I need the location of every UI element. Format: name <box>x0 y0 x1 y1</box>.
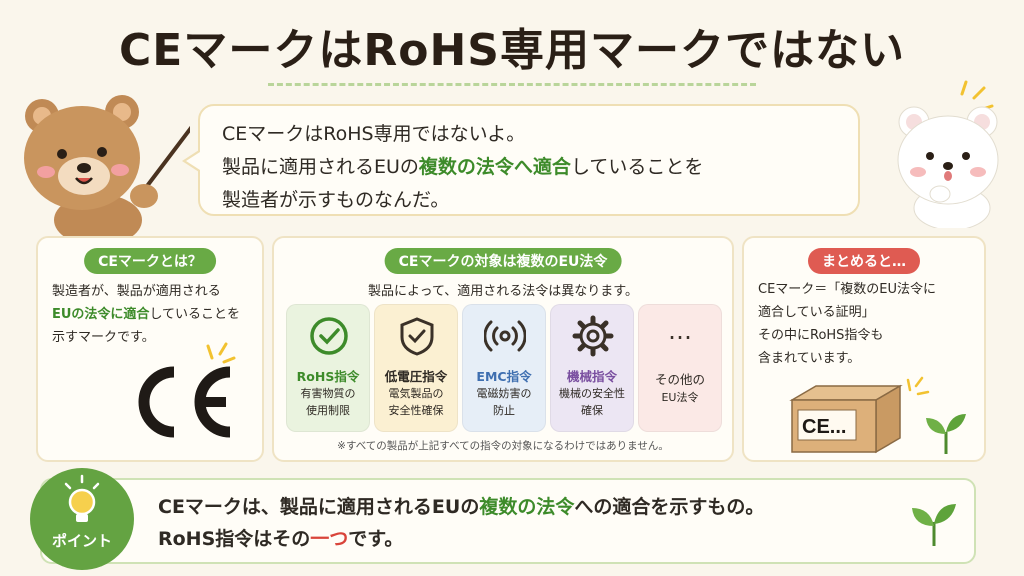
cardboard-box-illustration: CE... <box>789 384 903 454</box>
directive-card-machinery-name: 機械指令 <box>566 369 617 384</box>
signal-waves-icon <box>484 320 526 352</box>
summary-line-4: 含まれています。 <box>758 351 861 366</box>
title-divider <box>268 83 756 86</box>
directive-card-emc-desc: 電磁妨害の防止 <box>476 387 532 417</box>
point-line-1: CEマークは、製品に適用されるEUの複数の法令への適合を示すもの。 <box>158 491 764 523</box>
summary-line-1: CEマーク＝「複数のEU法令に <box>758 282 937 297</box>
point-text: CEマークは、製品に適用されるEUの複数の法令への適合を示すもの。 RoHS指令… <box>158 491 764 555</box>
directive-card-rohs-name: RoHS指令 <box>296 369 360 384</box>
directive-card-rohs-desc: 有害物質の使用制限 <box>300 387 356 417</box>
sparkle-icon <box>206 342 236 364</box>
directive-card-other: … その他の EU法令 <box>638 304 722 432</box>
directive-card-emc: EMC指令 電磁妨害の防止 <box>462 304 546 432</box>
target-subtitle: 製品によって、適用される法令は異なります。 <box>367 284 638 299</box>
point-line-2-pre: RoHS指令はその <box>158 528 311 550</box>
summary-line-3: その中にRoHS指令も <box>758 328 884 343</box>
speech-line-2-post: していることを <box>570 156 704 178</box>
directive-card-low-voltage-name: 低電圧指令 <box>384 369 448 384</box>
what-is-line-1: 製造者が、製品が適用される <box>52 284 221 299</box>
summary-line-2: 適合している証明」 <box>758 305 875 320</box>
shield-check-icon <box>400 317 434 356</box>
point-line-1-post: への適合を示すもの。 <box>574 496 765 518</box>
speech-line-3: 製造者が示すものなんだ。 <box>222 189 450 211</box>
what-is-ce-panel: CEマークとは？ 製造者が、製品が適用される EUの法令に適合していることを 示… <box>36 236 264 462</box>
what-is-line-2-emphasis: EUの法令に適合 <box>52 307 150 322</box>
directive-card-other-desc: EU法令 <box>661 391 699 404</box>
check-circle-icon <box>310 317 348 355</box>
point-line-1-emphasis: 複数の法令 <box>479 496 575 518</box>
what-is-line-2-post: していることを <box>149 307 241 322</box>
point-badge: ポイント <box>30 468 134 570</box>
speech-bubble: CEマークはRoHS専用ではないよ。 製品に適用されるEUの複数の法令へ適合して… <box>198 104 860 216</box>
speech-line-2-emphasis: 複数の法令へ適合 <box>418 156 571 178</box>
directive-cards: RoHS指令 有害物質の使用制限 低電圧指令 電気製品の安全性確保 EMC指令 … <box>286 304 724 432</box>
point-line-2-emphasis: 一つ <box>310 528 349 550</box>
directive-card-low-voltage: 低電圧指令 電気製品の安全性確保 <box>374 304 458 432</box>
point-summary-bar: CEマークは、製品に適用されるEUの複数の法令への適合を示すもの。 RoHS指令… <box>40 478 976 564</box>
brown-bear-illustration <box>24 95 190 238</box>
point-line-2-post: です。 <box>348 528 404 550</box>
what-is-line-3: 示すマークです。 <box>52 330 155 345</box>
summary-body: CEマーク＝「複数のEU法令に 適合している証明」 その中にRoHS指令も 含ま… <box>758 278 982 370</box>
summary-panel: まとめると… CEマーク＝「複数のEU法令に 適合している証明」 その中にRoH… <box>742 236 986 462</box>
summary-label: まとめると… <box>808 248 920 274</box>
directive-card-low-voltage-desc: 電気製品の安全性確保 <box>388 387 444 417</box>
directive-card-machinery-desc: 機械の安全性確保 <box>559 387 625 417</box>
target-eu-laws-label: CEマークの対象は複数のEU法令 <box>384 248 622 274</box>
point-line-1-pre: CEマークは、製品に適用されるEUの <box>158 496 480 518</box>
speech-line-2: 製品に適用されるEUの複数の法令へ適合していることを <box>222 151 836 184</box>
ellipsis-icon: … <box>668 317 692 345</box>
directive-card-rohs: RoHS指令 有害物質の使用制限 <box>286 304 370 432</box>
directive-card-machinery: 機械指令 機械の安全性確保 <box>550 304 634 432</box>
speech-bubble-tail-inner <box>186 152 200 170</box>
sprout-icon <box>912 504 956 546</box>
target-footnote: ※すべての製品が上記すべての指令の対象になるわけではありません。 <box>337 440 669 452</box>
speech-line-1: CEマークはRoHS専用ではないよ。 <box>222 123 526 145</box>
gear-icon <box>572 315 614 357</box>
lightbulb-icon <box>64 474 100 522</box>
speech-line-2-pre: 製品に適用されるEUの <box>222 156 419 178</box>
ce-mark-logo <box>138 366 231 438</box>
directive-card-emc-name: EMC指令 <box>476 369 532 384</box>
page-title: CEマークはRoHS専用マークではない <box>119 25 905 76</box>
what-is-ce-label: CEマークとは？ <box>84 248 216 274</box>
point-line-2: RoHS指令はその一つです。 <box>158 523 764 555</box>
box-ce-label: CE... <box>802 416 846 438</box>
white-bear-illustration <box>897 80 999 228</box>
target-eu-laws-panel: CEマークの対象は複数のEU法令 製品によって、適用される法令は異なります。 R… <box>272 236 734 462</box>
directive-card-other-name: その他の <box>654 372 705 387</box>
sparkle-icon <box>906 376 930 396</box>
what-is-line-2: EUの法令に適合していることを <box>52 303 258 326</box>
what-is-ce-body: 製造者が、製品が適用される EUの法令に適合していることを 示すマークです。 <box>52 280 258 349</box>
point-badge-label: ポイント <box>51 532 112 550</box>
sprout-icon <box>926 414 966 454</box>
